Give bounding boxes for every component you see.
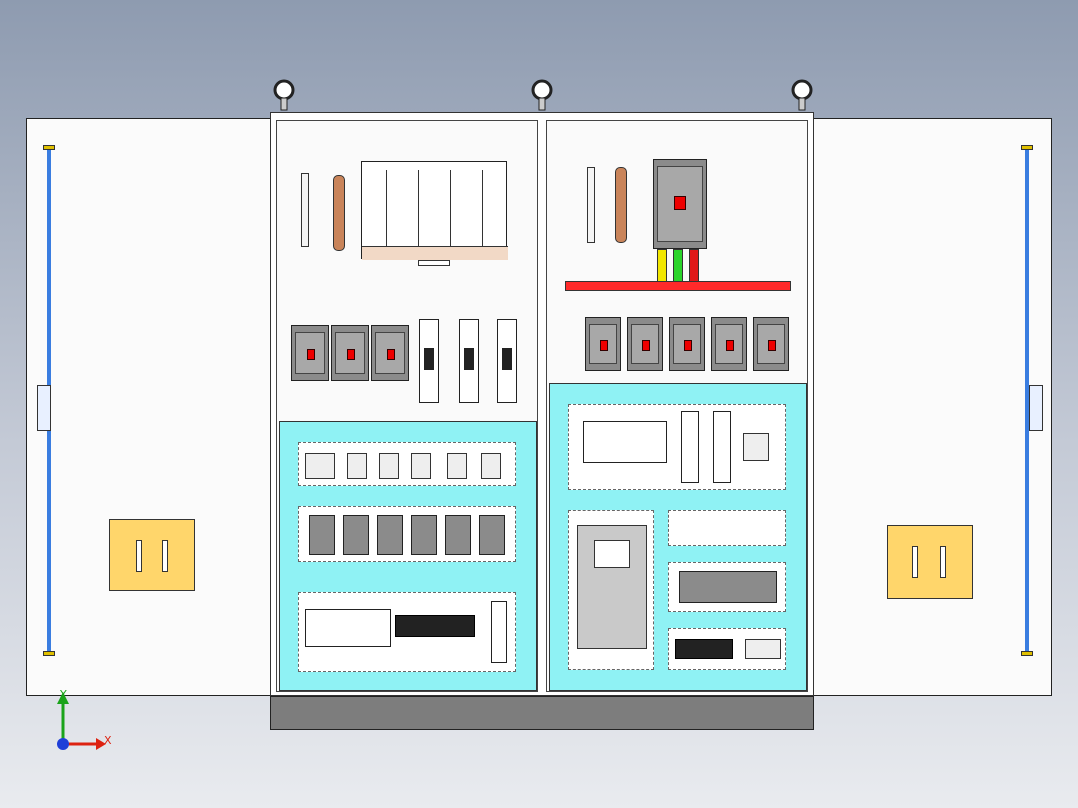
relay-panel [668,510,786,546]
contactor [445,515,471,555]
power-supply [681,411,699,483]
lower-mounting-area [549,383,807,691]
feeder-breaker [627,317,663,371]
variable-frequency-drive [577,525,647,649]
phase-cable-green [673,249,683,283]
left-section [276,120,538,692]
contactor-row [679,571,777,603]
terminal-block [743,433,769,461]
relay-module [447,453,467,479]
left-door[interactable] [26,118,272,696]
contactor [411,515,437,555]
contactor [343,515,369,555]
plc-panel [298,592,516,672]
rod-clip [43,651,55,656]
moulded-case-breaker [331,325,369,381]
fuse-holder [459,319,479,403]
fuse-holder [419,319,439,403]
contactor [309,515,335,555]
terminal-block [395,615,475,637]
lifting-eye-icon [791,79,813,111]
neutral-bar [301,173,309,247]
phase-cable-yellow [657,249,667,283]
gland-plate [887,525,973,599]
relay-module [379,453,399,479]
terminal-panel [668,628,786,670]
feeder-breaker [711,317,747,371]
relay-module [411,453,431,479]
power-supply [713,411,731,483]
contactor-panel [668,562,786,612]
feeder-breaker [585,317,621,371]
busbar [565,281,791,291]
moulded-case-breaker [291,325,329,381]
fuse-holder [497,319,517,403]
triad-x-label: X [104,734,112,747]
control-panel [568,404,786,490]
rod-clip [1021,651,1033,656]
earth-bar [333,175,345,251]
main-incomer-breaker [653,159,707,249]
cabinet-plinth [270,696,814,730]
terminal-block [745,639,781,659]
terminal-block [675,639,733,659]
lower-mounting-area [279,421,537,691]
rod-clip [1021,145,1033,150]
contactor [479,515,505,555]
feeder-breaker [669,317,705,371]
relay-module [481,453,501,479]
contactor-panel [298,506,516,562]
right-door-rod [1025,147,1029,655]
phase-cable-red [689,249,699,283]
main-disconnector [361,161,508,266]
plc-module [583,421,667,463]
axis-triad-icon [57,692,106,750]
earth-bar [615,167,627,243]
vfd-panel [568,510,654,670]
power-supply [491,601,507,663]
triad-y-label: Y [60,688,67,701]
rod-clip [43,145,55,150]
neutral-bar [587,167,595,243]
lifting-eye-icon [273,79,295,111]
relay-panel [298,442,516,486]
right-door[interactable] [812,118,1052,696]
feeder-breaker [753,317,789,371]
gland-plate [109,519,195,591]
door-handle[interactable] [1029,385,1043,431]
relay-module [347,453,367,479]
lifting-eye-icon [531,79,553,111]
plc-module [305,609,391,647]
door-handle[interactable] [37,385,51,431]
moulded-case-breaker [371,325,409,381]
relay-module [305,453,335,479]
contactor [377,515,403,555]
right-section [546,120,808,692]
